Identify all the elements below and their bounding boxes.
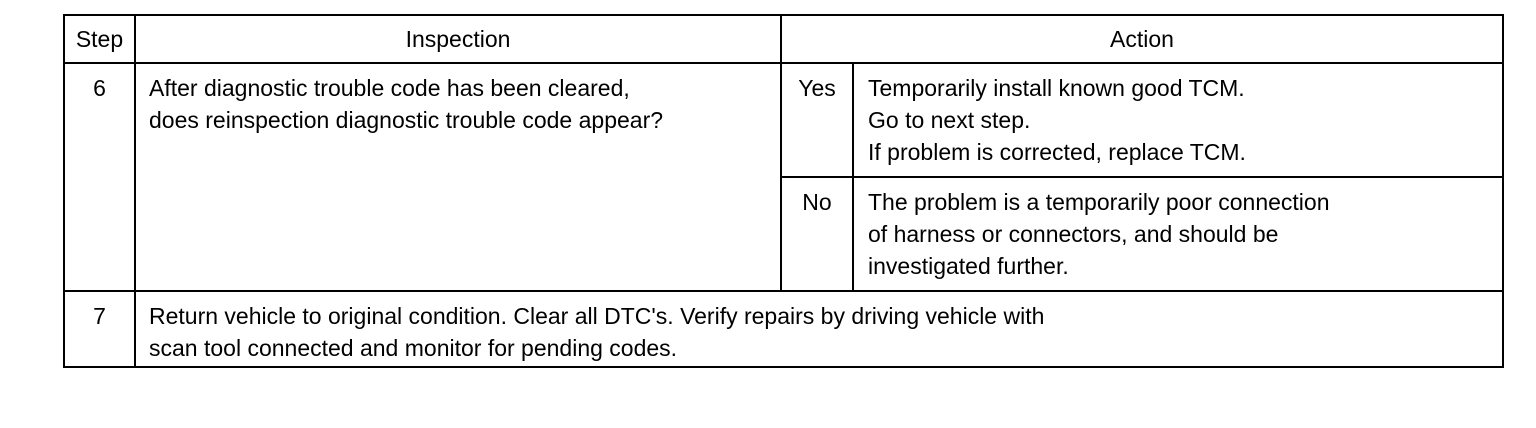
yes-label: Yes [780, 62, 854, 178]
action-line: investigated further. [868, 253, 1069, 279]
yes-action: Temporarily install known good TCM. Go t… [852, 62, 1504, 178]
action-line: of harness or connectors, and should be [868, 221, 1279, 247]
table-row-step-7: 7 Return vehicle to original condition. … [63, 290, 1504, 368]
header-row: Step Inspection Action [63, 14, 1504, 64]
table-row-step-6-yes: 6 After diagnostic trouble code has been… [63, 62, 1504, 292]
header-action: Action [780, 14, 1504, 64]
instruction-line: Return vehicle to original condition. Cl… [149, 303, 1045, 329]
inspection-text: After diagnostic trouble code has been c… [134, 62, 782, 292]
inspection-line: does reinspection diagnostic trouble cod… [149, 107, 664, 133]
step-number: 6 [63, 62, 136, 292]
action-line: The problem is a temporarily poor connec… [868, 189, 1330, 215]
diagnostic-table: Step Inspection Action 6 After diagnosti… [63, 14, 1504, 368]
header-inspection: Inspection [134, 14, 782, 64]
action-line: If problem is corrected, replace TCM. [868, 139, 1246, 165]
inspection-line: After diagnostic trouble code has been c… [149, 75, 630, 101]
no-action: The problem is a temporarily poor connec… [852, 176, 1504, 292]
table-row-step-6-no: No The problem is a temporarily poor con… [64, 176, 1504, 292]
no-label: No [780, 176, 854, 292]
action-line: Go to next step. [868, 107, 1031, 133]
instruction-text: Return vehicle to original condition. Cl… [134, 290, 1504, 368]
header-step: Step [63, 14, 136, 64]
step-number: 7 [63, 290, 136, 368]
action-line: Temporarily install known good TCM. [868, 75, 1245, 101]
instruction-line: scan tool connected and monitor for pend… [149, 335, 678, 361]
